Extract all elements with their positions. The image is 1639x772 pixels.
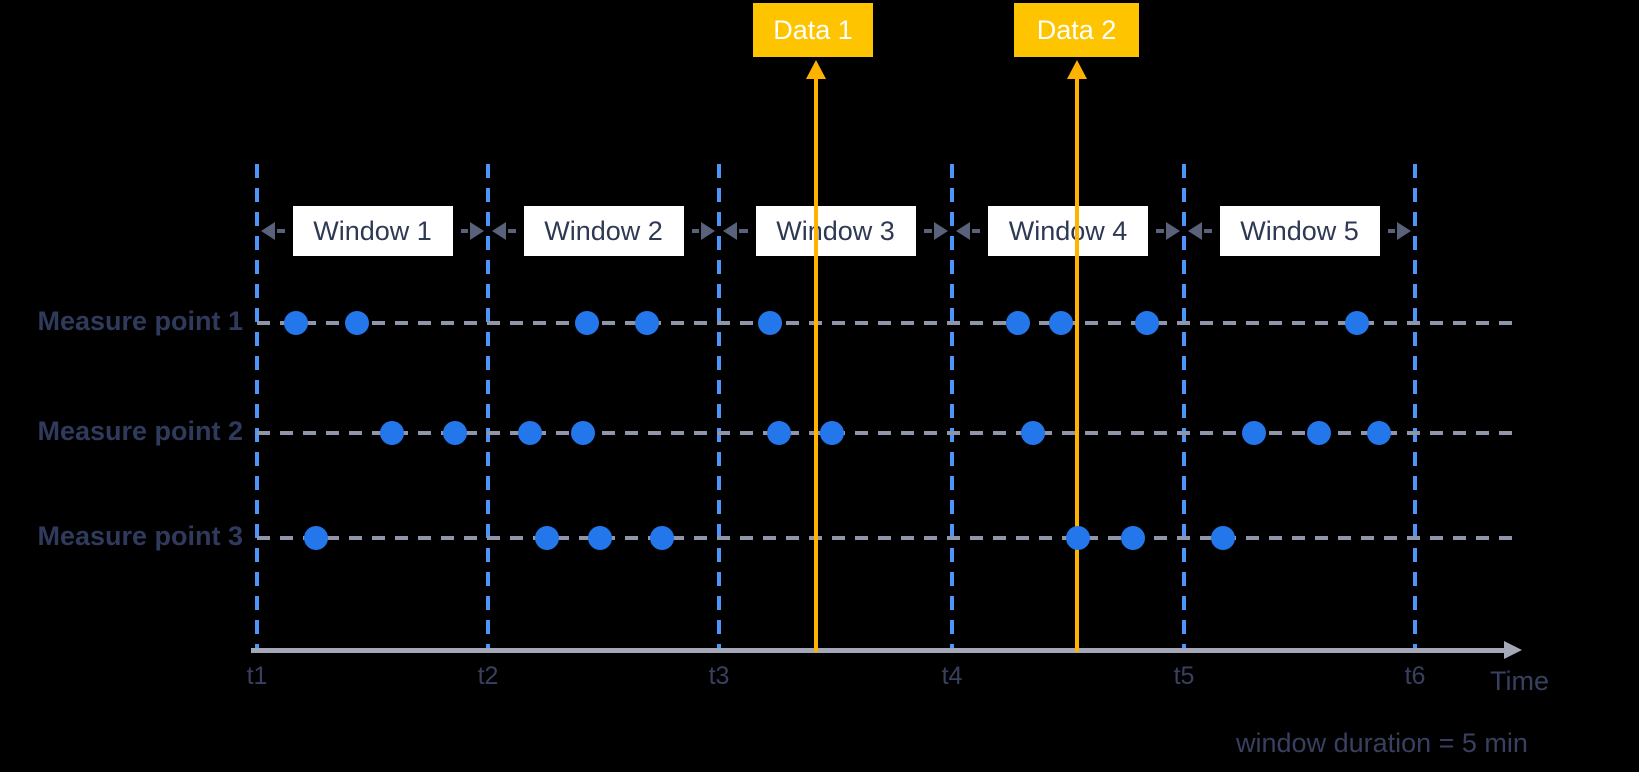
window-boundary-line-t2 xyxy=(486,164,490,648)
measure-dot xyxy=(758,311,782,335)
window-arrowhead-left-icon xyxy=(492,222,506,240)
measure-dot xyxy=(575,311,599,335)
measure-dot xyxy=(1135,311,1159,335)
window-arrowhead-right-icon xyxy=(470,222,484,240)
time-axis-line xyxy=(251,648,1504,653)
window-arrowhead-left-icon xyxy=(261,222,275,240)
measure-dot xyxy=(380,421,404,445)
time-tick-label-t5: t5 xyxy=(1173,662,1195,690)
measure-row-line-3 xyxy=(257,536,1522,540)
window-boundary-line-t6 xyxy=(1413,164,1417,648)
measure-point-label-3: Measure point 3 xyxy=(37,521,243,551)
window-label-box: Window 3 xyxy=(755,206,916,256)
window-arrow-dash xyxy=(277,229,285,233)
measure-dot xyxy=(1307,421,1331,445)
measure-dot xyxy=(1242,421,1266,445)
time-tick-label-t4: t4 xyxy=(941,662,963,690)
window-label-box: Window 4 xyxy=(988,206,1148,256)
data-flag-arrowhead-icon xyxy=(1067,60,1087,79)
measure-dot xyxy=(518,421,542,445)
window-arrow-dash xyxy=(972,229,980,233)
window-boundary-line-t1 xyxy=(255,164,259,648)
window-arrowhead-right-icon xyxy=(1397,222,1411,240)
data-flag-box-2: Data 2 xyxy=(1014,3,1139,57)
measure-dot xyxy=(535,526,559,550)
window-arrowhead-right-icon xyxy=(934,222,948,240)
window-arrowhead-left-icon xyxy=(1188,222,1202,240)
measure-dot xyxy=(1367,421,1391,445)
window-boundary-line-t4 xyxy=(950,164,954,648)
measure-dot xyxy=(650,526,674,550)
window-arrowhead-left-icon xyxy=(723,222,737,240)
data-flag-arrowhead-icon xyxy=(806,60,826,79)
time-tick-label-t1: t1 xyxy=(246,662,268,690)
window-boundary-line-t3 xyxy=(717,164,721,648)
window-arrow-dash xyxy=(691,229,699,233)
window-duration-caption: window duration = 5 min xyxy=(1236,728,1528,758)
window-label-box: Window 2 xyxy=(523,206,684,256)
window-label-box: Window 5 xyxy=(1219,206,1380,256)
time-axis-label: Time xyxy=(1490,666,1549,696)
window-arrow-dash xyxy=(1204,229,1212,233)
time-tick-label-t2: t2 xyxy=(477,662,499,690)
measure-dot xyxy=(635,311,659,335)
window-arrow-dash xyxy=(508,229,516,233)
measure-row-line-1 xyxy=(257,321,1522,325)
measure-dot xyxy=(284,311,308,335)
window-arrow-dash xyxy=(739,229,748,233)
measure-row-line-2 xyxy=(257,431,1522,435)
data-flag-arrow-shaft xyxy=(1075,76,1079,652)
measure-dot xyxy=(1006,311,1030,335)
measure-dot xyxy=(1066,526,1090,550)
measure-dot xyxy=(571,421,595,445)
window-arrowhead-right-icon xyxy=(1166,222,1180,240)
measure-dot xyxy=(1345,311,1369,335)
measure-dot xyxy=(820,421,844,445)
data-flag-arrow-shaft xyxy=(814,76,818,652)
measure-point-label-2: Measure point 2 xyxy=(37,416,243,446)
window-arrowhead-left-icon xyxy=(956,222,970,240)
window-arrow-dash xyxy=(460,229,468,233)
measure-dot xyxy=(767,421,791,445)
measure-dot xyxy=(443,421,467,445)
measure-dot xyxy=(1021,421,1045,445)
measure-dot xyxy=(304,526,328,550)
window-boundary-line-t5 xyxy=(1182,164,1186,648)
measure-dot xyxy=(345,311,369,335)
window-arrowhead-right-icon xyxy=(701,222,715,240)
time-tick-label-t6: t6 xyxy=(1404,662,1426,690)
window-arrow-dash xyxy=(1156,229,1164,233)
time-axis-arrowhead-icon xyxy=(1504,641,1522,659)
measure-dot xyxy=(1049,311,1073,335)
measure-dot xyxy=(1121,526,1145,550)
measure-dot xyxy=(1211,526,1235,550)
data-flag-box-1: Data 1 xyxy=(753,3,873,57)
measure-point-label-1: Measure point 1 xyxy=(37,306,243,336)
window-arrow-dash xyxy=(923,229,932,233)
measure-dot xyxy=(588,526,612,550)
time-tick-label-t3: t3 xyxy=(708,662,730,690)
window-label-box: Window 1 xyxy=(292,206,453,256)
window-arrow-dash xyxy=(1387,229,1395,233)
